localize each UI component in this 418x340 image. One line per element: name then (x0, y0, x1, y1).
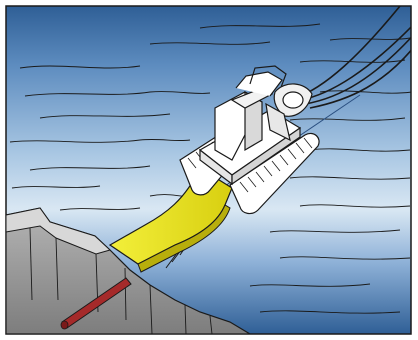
subsea-trenching-illustration (0, 0, 418, 340)
illustration-frame (0, 0, 418, 340)
